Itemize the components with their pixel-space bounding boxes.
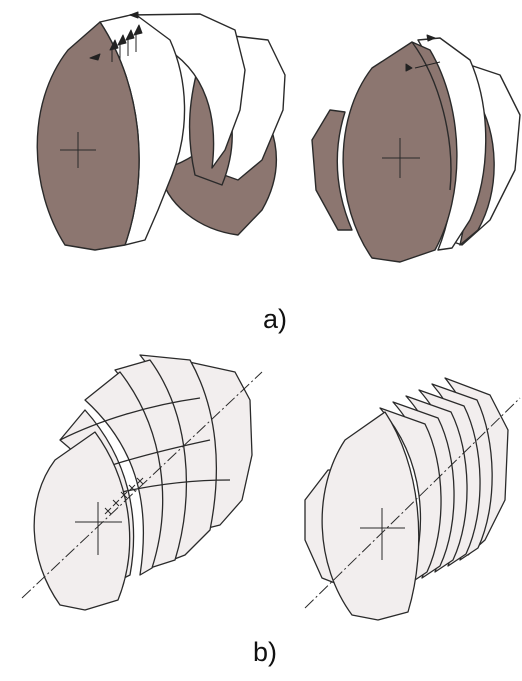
panel-a-caption: a) <box>263 304 287 335</box>
panel-a-left-rotor <box>37 12 285 250</box>
panel-b-left-rotor <box>22 355 262 610</box>
panel-b-right-rotor <box>305 378 520 620</box>
panel-a-right-rotor <box>312 35 520 262</box>
panel-b-caption: b) <box>253 637 277 668</box>
